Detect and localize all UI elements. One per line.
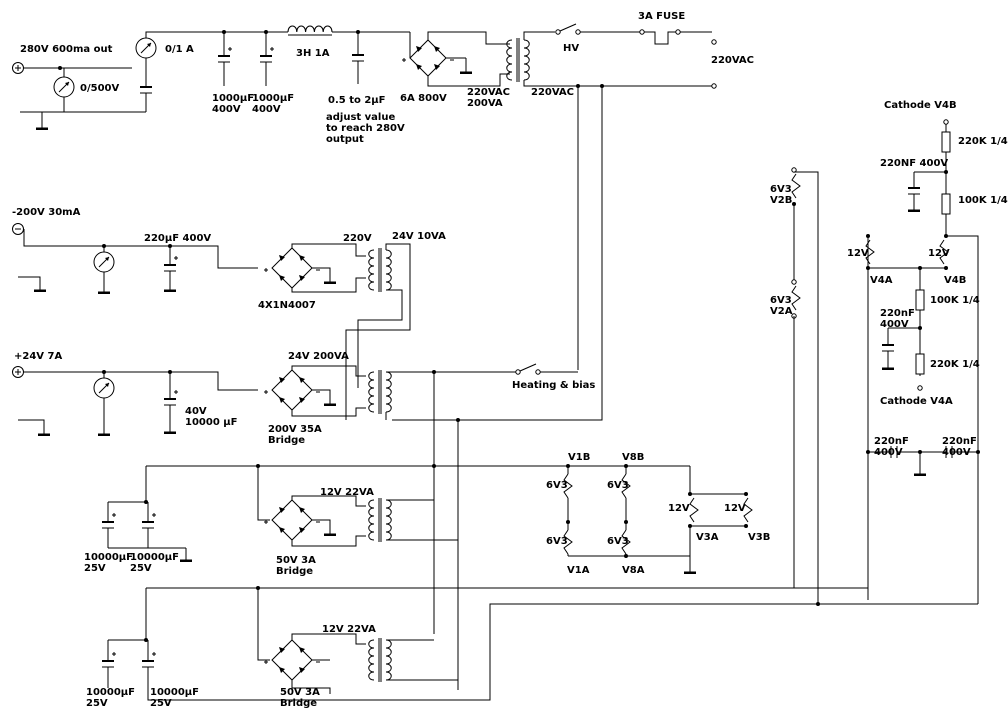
label-v4a-heater: 12V [847, 248, 869, 259]
label-mains-input: 220VAC [711, 55, 754, 66]
label-cathode-v4b: Cathode V4B [884, 100, 957, 111]
label-v3a: V3A [696, 532, 719, 543]
label-fil2-transformer: 12V 22VA [322, 624, 376, 635]
label-v8b-heater: 6V3 [607, 480, 629, 491]
label-cathode-v4a: Cathode V4A [880, 396, 953, 407]
label-hv-bridge: 6A 800V [400, 93, 447, 104]
label-v1a: V1A [567, 565, 590, 576]
label-pos24-output: +24V 7A [14, 351, 62, 362]
label-v8a-heater: 6V3 [607, 536, 629, 547]
label-v4b-resistor-top: 220K 1/4 [958, 136, 1008, 147]
label-v3a-heater: 12V [668, 503, 690, 514]
label-v3b: V3B [748, 532, 770, 543]
label-pos24-transformer: 24V 200VA [288, 351, 349, 362]
label-neg-primary: 220V [343, 233, 372, 244]
label-neg-output: -200V 30mA [12, 207, 81, 218]
label-v8a: V8A [622, 565, 645, 576]
label-v1b: V1B [568, 452, 590, 463]
label-v8b: V8B [622, 452, 644, 463]
label-v4b: V4B [944, 275, 966, 286]
label-hv-output: 280V 600ma out [20, 44, 113, 55]
label-fil1-transformer: 12V 22VA [320, 487, 374, 498]
label-neg-bridge: 4X1N4007 [258, 300, 316, 311]
label-v1a-heater: 6V3 [546, 536, 568, 547]
label-v4a-resistor-bottom: 220K 1/4 [930, 359, 980, 370]
label-neg-cap: 220µF 400V [144, 233, 211, 244]
label-v4b-cap: 220NF 400V [880, 158, 948, 169]
label-hv-switch: HV [563, 43, 579, 54]
label-v1b-heater: 6V3 [546, 480, 568, 491]
schematic-drawing [12, 23, 980, 701]
label-v4b-resistor-bottom: 100K 1/4 [958, 195, 1008, 206]
label-fuse: 3A FUSE [638, 11, 685, 22]
label-heating-switch: Heating & bias [512, 380, 595, 391]
label-hv-cap-adjust: 0.5 to 2µF [328, 95, 385, 106]
label-v4a: V4A [870, 275, 893, 286]
label-hv-voltmeter: 0/500V [80, 83, 119, 94]
label-neg-secondary: 24V 10VA [392, 231, 446, 242]
label-v4b-heater: 12V [928, 248, 950, 259]
label-hv-primary: 220VAC [531, 87, 574, 98]
label-v3b-heater: 12V [724, 503, 746, 514]
schematic-labels: 280V 600ma out 0/1 A 0/500V 3H 1A 1000µF… [12, 11, 1008, 709]
label-hv-choke: 3H 1A [296, 48, 330, 59]
label-hv-ammeter: 0/1 A [165, 44, 194, 55]
label-v4a-resistor-top: 100K 1/4 [930, 295, 980, 306]
